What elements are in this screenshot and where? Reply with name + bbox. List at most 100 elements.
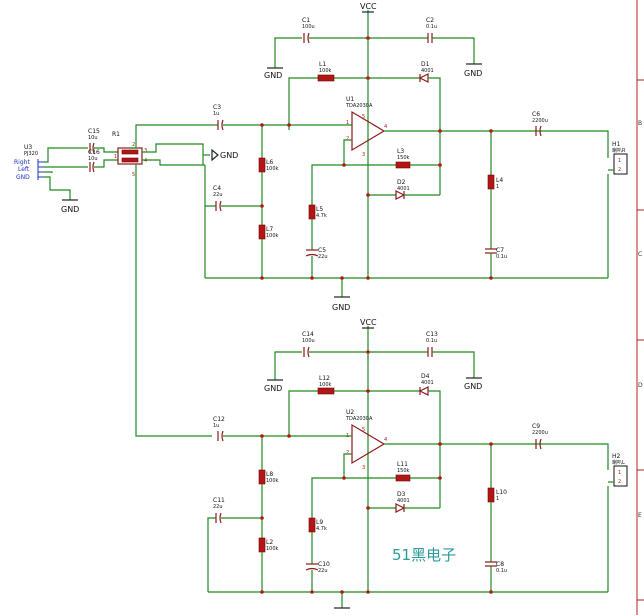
h2-designator: H2 (612, 453, 621, 460)
c15-value: 10u (88, 135, 98, 141)
c16-designator: C16 (88, 149, 100, 156)
zone-letter-b: B (638, 120, 642, 127)
c10-designator: C10 (318, 561, 330, 568)
d3-designator: D3 (397, 491, 406, 498)
c11-value: 22u (213, 504, 223, 510)
c3-value: 1u (213, 111, 219, 117)
l1-designator: L1 (319, 61, 326, 68)
c13-designator: C13 (426, 331, 438, 338)
c15-designator: C15 (88, 128, 100, 135)
c12-designator: C12 (213, 416, 225, 423)
l5-designator: L5 (316, 206, 323, 213)
c4-value: 22u (213, 192, 223, 198)
l3-value: 150k (397, 155, 410, 161)
c9-designator: C9 (532, 423, 540, 430)
gnd-symbol-c2: GND (464, 63, 482, 78)
u1-pin-4: 4 (384, 124, 387, 130)
c8-designator: C8 (496, 561, 504, 568)
r1-pin-1: 1 (114, 154, 117, 160)
gnd-symbol-c13: GND (464, 377, 482, 391)
u1-pin-2: 2 (346, 136, 349, 142)
vcc-label-bottom: VCC (360, 318, 377, 327)
l5-value: 4.7k (316, 213, 327, 219)
l3-designator: L3 (397, 148, 404, 155)
d3-value: 4001 (397, 498, 410, 504)
c5-value: 22u (318, 254, 328, 260)
c11-designator: C11 (213, 497, 225, 504)
l12-value: 100k (319, 382, 332, 388)
d2-value: 4001 (397, 186, 410, 192)
l9-value: 4.7k (316, 526, 327, 532)
c9-value: 2200u (532, 430, 548, 436)
c14-designator: C14 (302, 331, 314, 338)
r1-pin-5: 5 (132, 172, 135, 178)
l7-value: 100k (266, 233, 279, 239)
d1-designator: D1 (421, 61, 430, 68)
zone-letter-e: E (638, 512, 642, 519)
svg-text:GND: GND (264, 384, 282, 393)
d4-value: 4001 (421, 380, 434, 386)
gnd-symbol-jack: GND (61, 199, 79, 214)
c1-designator: C1 (302, 17, 310, 24)
h2-value: 喇叭L (612, 459, 625, 466)
c8-value: 0.1u (496, 568, 507, 574)
h2-pin-1: 1 (618, 470, 621, 476)
c4-designator: C4 (213, 185, 221, 192)
l12-designator: L12 (319, 375, 330, 382)
svg-text:GND: GND (220, 151, 238, 160)
d2-designator: D2 (397, 179, 406, 186)
c13-value: 0.1u (426, 338, 437, 344)
channel-2: VCC C14 100u C13 0.1u GND GND L12 100k D… (207, 318, 628, 609)
l4-designator: L4 (496, 177, 503, 184)
l6-value: 100k (266, 166, 279, 172)
c6-value: 2200u (532, 118, 548, 124)
channel-1: VCC C1 100u C2 0.1u GND GND L1 100k D1 4… (204, 2, 628, 312)
jack-right-label: Right (14, 159, 30, 166)
l10-value: 1 (496, 496, 499, 502)
u2-pin-5: 5 (362, 427, 365, 433)
gnd-symbol-r1: GND (203, 148, 238, 162)
l8-value: 100k (266, 478, 279, 484)
c3-designator: C3 (213, 104, 221, 111)
u2-pin-2: 2 (346, 450, 349, 456)
u1-pin-1: 1 (346, 120, 349, 126)
u1-pin-5: 5 (362, 114, 365, 120)
r1-designator: R1 (112, 131, 120, 138)
l2-value: 100k (266, 546, 279, 552)
l6-designator: L6 (266, 159, 273, 166)
r1-pin-4: 4 (144, 158, 147, 164)
h1-pin-2: 2 (618, 167, 621, 173)
u3-designator: U3 (24, 144, 32, 151)
u3-value: PJ320 (24, 151, 38, 157)
c7-designator: C7 (496, 247, 504, 254)
svg-text:GND: GND (464, 382, 482, 391)
r1-pin-2: 2 (132, 142, 135, 148)
svg-text:GND: GND (332, 303, 350, 312)
c10-value: 22u (318, 568, 328, 574)
jack-gnd-label: GND (16, 174, 30, 181)
c12-value: 1u (213, 423, 219, 429)
u2-value: TDA2030A (345, 416, 373, 422)
svg-text:GND: GND (464, 69, 482, 78)
zone-letter-c: C (638, 251, 642, 258)
u1-pin-3: 3 (362, 152, 365, 158)
gnd-symbol-c1: GND (264, 67, 283, 80)
watermark-text: 51黑电子 (392, 546, 456, 564)
svg-text:GND: GND (61, 205, 79, 214)
l9-designator: L9 (316, 519, 323, 526)
c14-value: 100u (302, 338, 315, 344)
svg-text:GND: GND (264, 71, 282, 80)
c5-designator: C5 (318, 247, 326, 254)
l7-designator: L7 (266, 226, 273, 233)
l11-value: 150k (397, 468, 410, 474)
l2-designator: L2 (266, 539, 273, 546)
u2-pin-3: 3 (362, 465, 365, 471)
c1-value: 100u (302, 24, 315, 30)
l10-designator: L10 (496, 489, 507, 496)
c6-designator: C6 (532, 111, 540, 118)
vcc-label-top: VCC (360, 2, 377, 11)
c16-value: 10u (88, 156, 98, 162)
l1-value: 100k (319, 68, 332, 74)
zone-letter-d: D (638, 382, 643, 389)
